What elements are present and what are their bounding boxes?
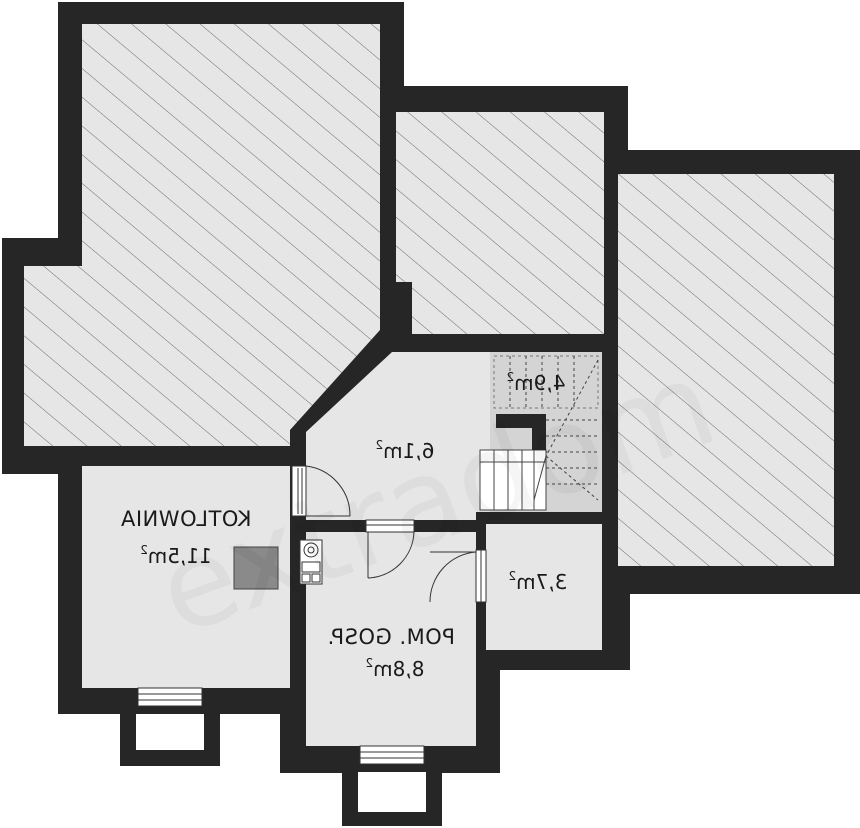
room-small — [486, 524, 602, 650]
hatched-area-top-left — [24, 24, 380, 446]
rooms — [82, 352, 602, 746]
svg-text:8,8m2: 8,8m2 — [366, 656, 425, 681]
hatched-area-right — [618, 174, 834, 566]
room-area-hall: 6,1m — [383, 439, 434, 463]
windows — [136, 687, 426, 812]
room-pom-gosp — [306, 532, 476, 746]
hatched-area-top-middle — [396, 112, 604, 334]
washing-machine-fixture — [299, 539, 323, 585]
area-superscript: 2 — [140, 543, 148, 557]
area-superscript: 2 — [507, 370, 515, 384]
room-area-stairs: 4,9m — [514, 371, 565, 395]
room-labels: KOTLOWNIA 11,5m2 6,1m2 4,9m2 POM. GOSP. … — [120, 370, 567, 681]
svg-text:4,9m2: 4,9m2 — [507, 370, 566, 395]
room-area-small: 3,7m — [516, 570, 567, 594]
unexcavated-areas — [24, 24, 834, 566]
room-name-pom-gosp: POM. GOSP. — [327, 625, 455, 649]
doors — [291, 465, 487, 603]
area-superscript: 2 — [509, 569, 517, 583]
svg-text:6,1m2: 6,1m2 — [376, 438, 435, 463]
room-name-kotlownia: KOTLOWNIA — [120, 507, 251, 531]
svg-text:3,7m2: 3,7m2 — [509, 569, 568, 594]
room-area-pom-gosp: 8,8m — [373, 657, 424, 681]
stair-core-wall — [496, 414, 546, 450]
room-hall — [306, 352, 490, 522]
staircase — [479, 355, 599, 511]
area-superscript: 2 — [366, 656, 374, 670]
room-area-kotlownia: 11,5m — [148, 544, 212, 568]
svg-text:11,5m2: 11,5m2 — [140, 543, 212, 568]
boiler-fixture — [233, 546, 279, 590]
area-superscript: 2 — [376, 438, 384, 452]
